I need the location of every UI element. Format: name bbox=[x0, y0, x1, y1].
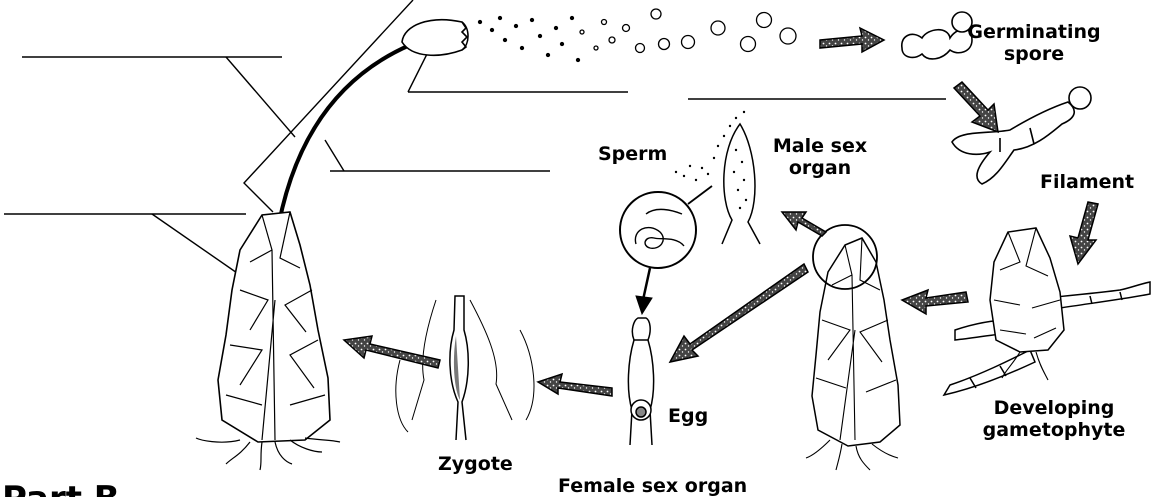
arrow-developing-to-mature bbox=[902, 290, 968, 314]
label-filament: Filament bbox=[1040, 171, 1134, 193]
germinating-spore-drawing bbox=[902, 12, 972, 59]
label-female-sex-organ: Female sex organ bbox=[558, 475, 747, 497]
sporophyte-stalk-inner bbox=[282, 50, 410, 240]
capsule bbox=[402, 20, 468, 56]
released-spores bbox=[479, 9, 797, 62]
leader-gametophyte bbox=[152, 214, 240, 275]
protonema-bottom bbox=[944, 350, 1035, 395]
label-germinating: Germinating bbox=[967, 21, 1100, 43]
arrow-filament-to-developing bbox=[1070, 202, 1098, 264]
arrow-female-to-zygote bbox=[538, 374, 612, 396]
label-developing: Developing bbox=[994, 397, 1115, 419]
leafy-bud bbox=[990, 228, 1064, 352]
female-sex-organ-drawing bbox=[628, 318, 653, 445]
label-egg: Egg bbox=[668, 405, 708, 427]
part-heading: Part B bbox=[2, 479, 120, 497]
label-zygote: Zygote bbox=[438, 453, 513, 475]
label-germinating-spore: spore bbox=[1004, 43, 1064, 65]
label-male-sex: Male sex bbox=[773, 135, 867, 157]
arrow-mature-to-male-organ bbox=[782, 212, 826, 236]
arrow-spores-to-germinating bbox=[820, 28, 884, 52]
mature-gametophyte-drawing bbox=[806, 225, 900, 470]
label-sperm: Sperm bbox=[598, 143, 667, 165]
leader-stalk bbox=[325, 140, 344, 171]
label-male-organ: organ bbox=[789, 157, 851, 179]
arrow-mature-to-female-organ bbox=[670, 264, 808, 362]
sporophyte-stalk bbox=[276, 45, 410, 240]
arrow-germinating-to-filament bbox=[954, 82, 998, 132]
zygote-drawing bbox=[396, 296, 534, 440]
developing-gametophyte-drawing bbox=[944, 228, 1150, 395]
rhizoids-left bbox=[196, 438, 340, 470]
leader-capsule bbox=[408, 52, 428, 92]
sperm-and-male-organ bbox=[620, 111, 760, 268]
leader-capsule-top bbox=[226, 57, 295, 137]
fertilization-arrow bbox=[636, 268, 652, 314]
male-sex-organ bbox=[722, 124, 760, 244]
label-gametophyte: gametophyte bbox=[983, 419, 1126, 441]
